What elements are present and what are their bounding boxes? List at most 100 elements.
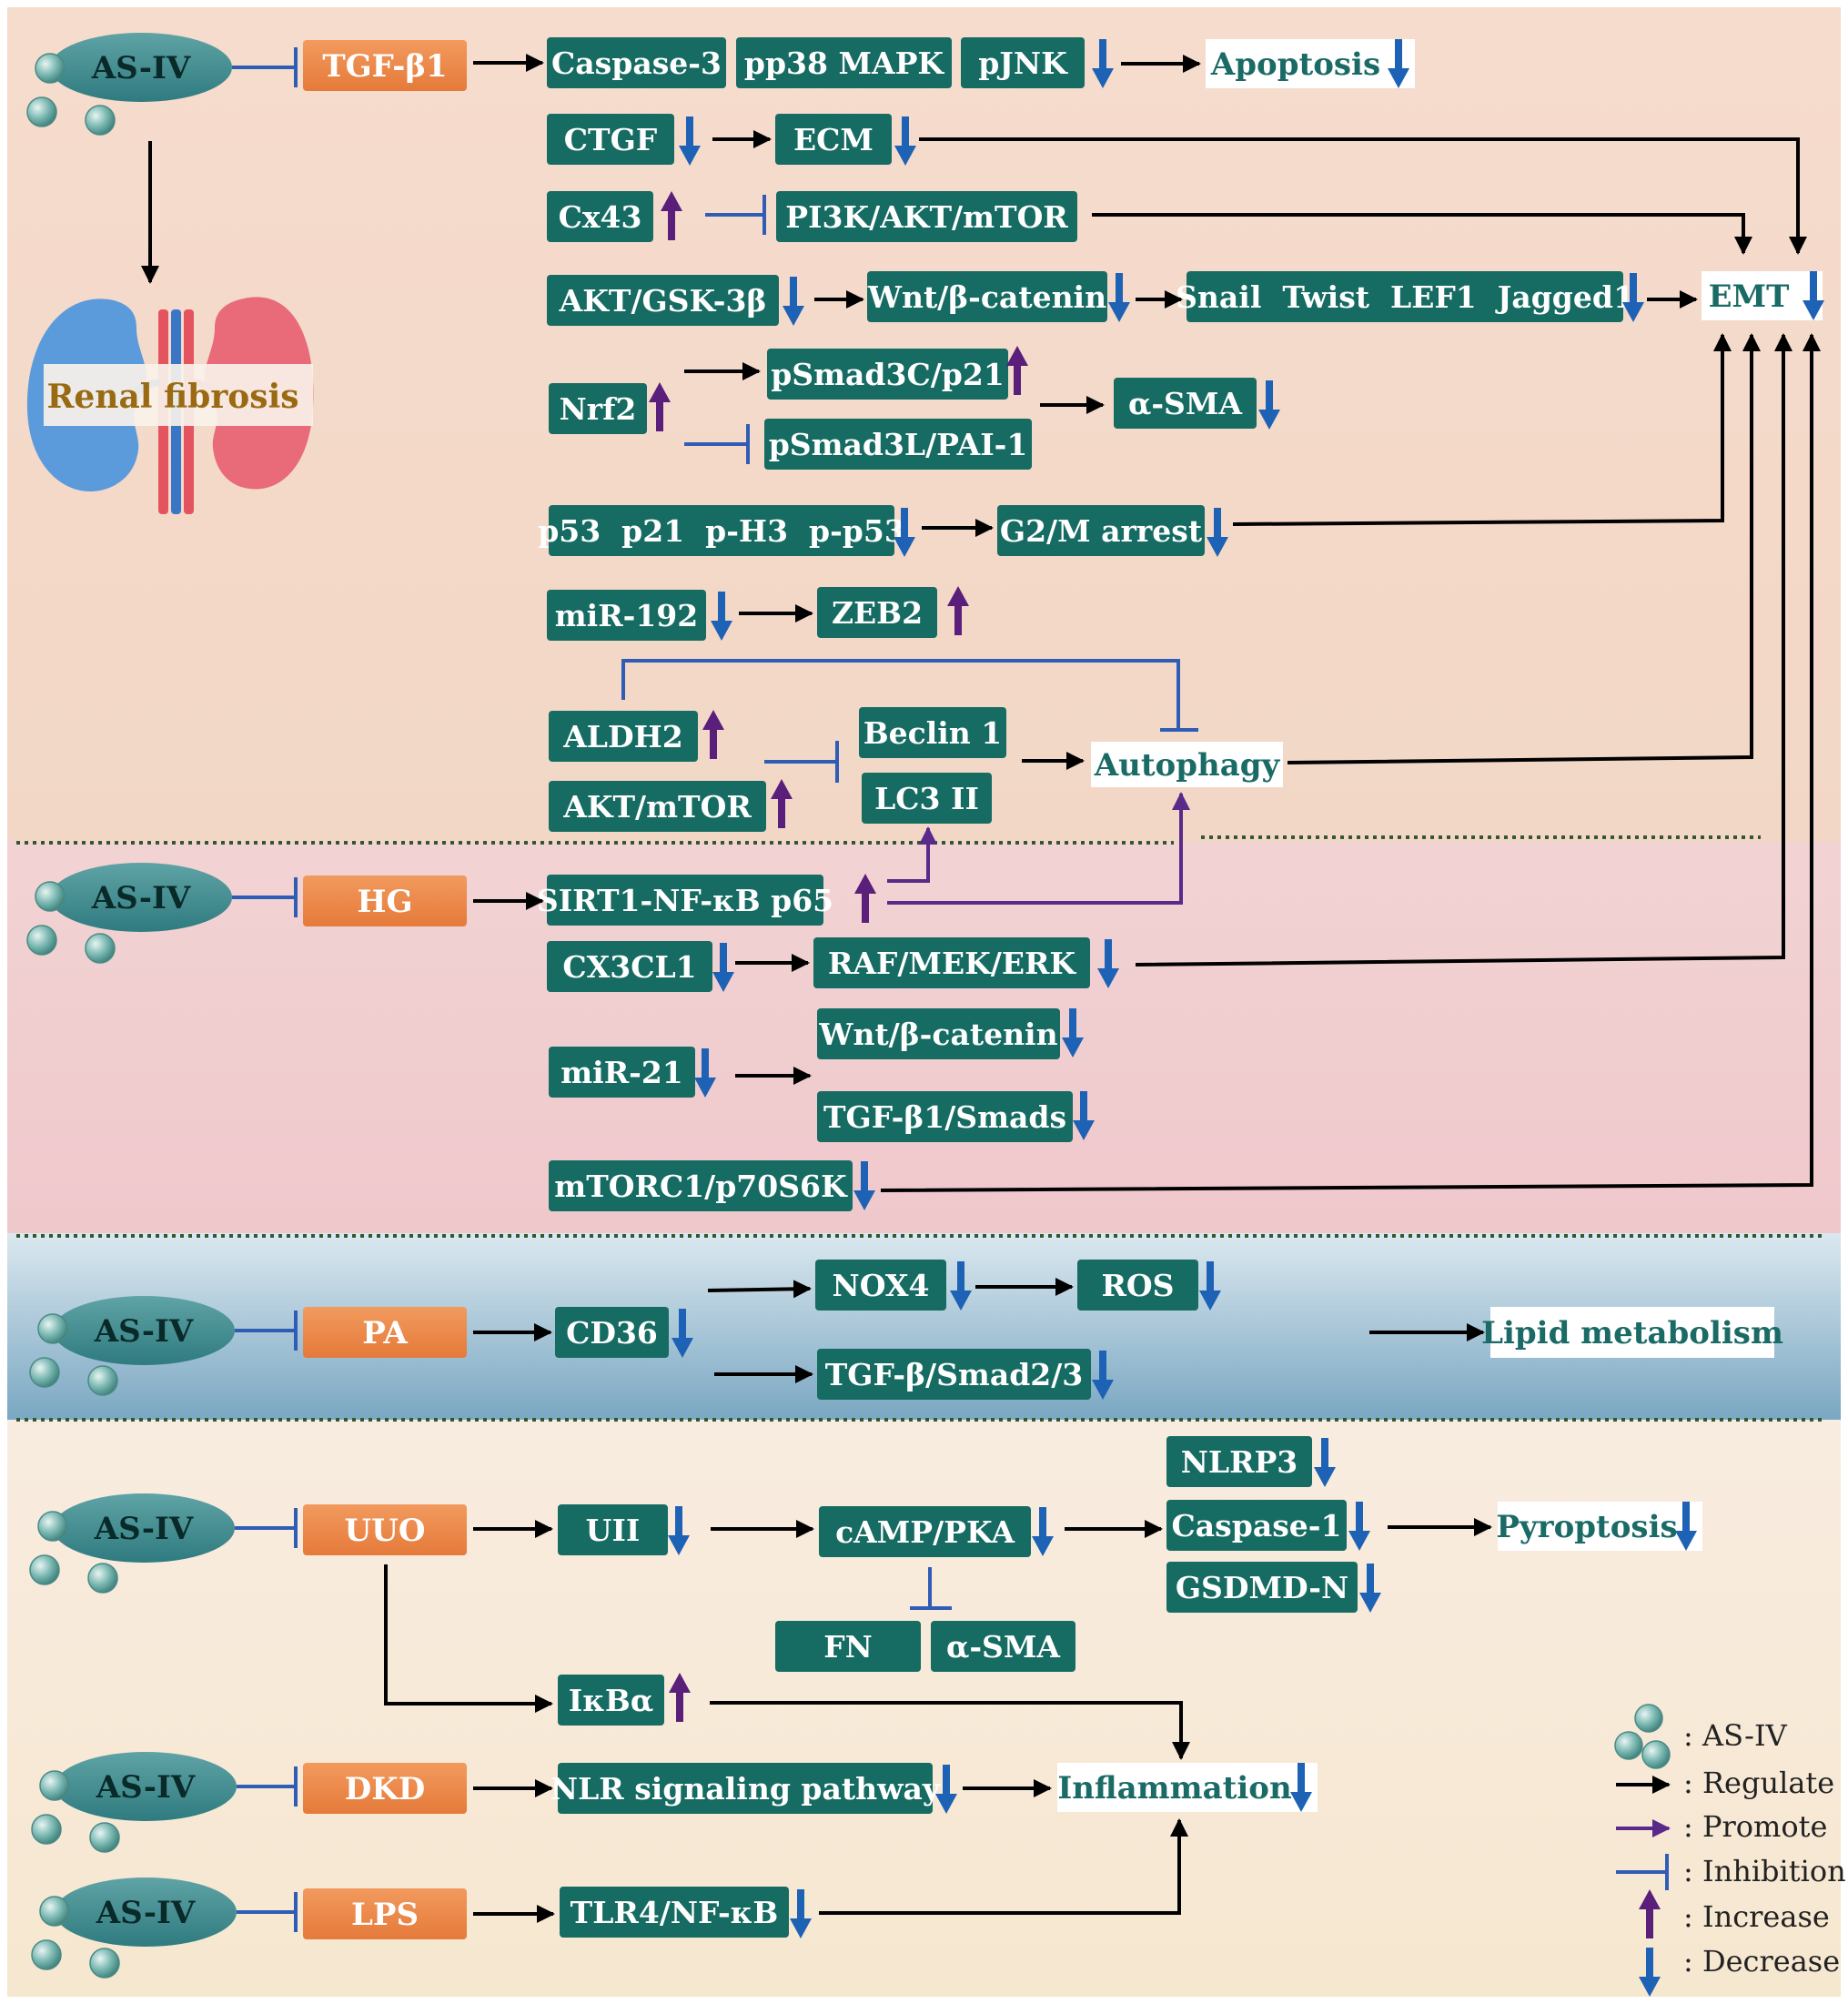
decrease-caspase1: [1348, 1502, 1370, 1551]
decrease-cx3cl1: [712, 943, 734, 992]
node-fn: FN: [775, 1621, 921, 1672]
decrease-akt-gsk: [783, 277, 804, 326]
svg-text:Snail Twist LEF1 Jagged1: Snail Twist LEF1 Jagged1: [1176, 279, 1634, 315]
decrease-nlr: [935, 1765, 957, 1814]
node-akt-gsk-3b: AKT/GSK-3β: [547, 275, 779, 326]
molecule-balls: [26, 53, 1671, 1979]
kidney-illustration: Renal fibrosis: [26, 297, 314, 514]
node-cd36: CD36: [555, 1307, 669, 1358]
node-gsdmd-n: GSDMD-N: [1166, 1562, 1358, 1613]
svg-text:TGF-β/Smad2/3: TGF-β/Smad2/3: [825, 1357, 1084, 1392]
decrease-mir21: [694, 1048, 716, 1098]
decrease-mtorc1: [853, 1161, 875, 1210]
legend-inhibition-line: [1616, 1854, 1669, 1890]
svg-text:NLR signaling pathway: NLR signaling pathway: [550, 1771, 941, 1807]
svg-text:Caspase-1: Caspase-1: [1172, 1508, 1342, 1543]
svg-text:DKD: DKD: [345, 1771, 426, 1807]
node-akt-mtor: AKT/mTOR: [549, 781, 766, 832]
svg-text:CD36: CD36: [566, 1315, 658, 1351]
node-cx3cl1: CX3CL1: [547, 941, 712, 992]
legend-increase: : Increase: [1683, 1899, 1830, 1934]
node-ros: ROS: [1077, 1260, 1198, 1311]
svg-text:Caspase-3: Caspase-3: [551, 46, 722, 81]
decrease-pjnk: [1092, 39, 1114, 88]
legend-increase-arrow: [1639, 1889, 1661, 1938]
svg-text:Nrf2: Nrf2: [560, 391, 637, 427]
svg-text:AKT/mTOR: AKT/mTOR: [562, 789, 752, 825]
svg-text:UII: UII: [586, 1513, 641, 1548]
svg-text:TLR4/NF-κB: TLR4/NF-κB: [571, 1895, 779, 1930]
svg-text:pJNK: pJNK: [978, 46, 1068, 81]
regulate-arrows: [141, 54, 1821, 1923]
svg-text:pp38 MAPK: pp38 MAPK: [744, 46, 945, 81]
svg-text:ROS: ROS: [1101, 1268, 1174, 1303]
svg-text:Lipid metabolism: Lipid metabolism: [1481, 1315, 1783, 1351]
node-psmad3c-p21: pSmad3C/p21: [767, 349, 1008, 400]
asiv-tgf: AS-IV: [50, 33, 232, 102]
svg-text:p53 p21 p-H3 p-p53: p53 p21 p-H3 p-p53: [538, 513, 905, 549]
decrease-p53: [894, 508, 915, 557]
legend-inhibition: : Inhibition: [1683, 1854, 1846, 1888]
svg-text:Inflammation: Inflammation: [1057, 1770, 1291, 1807]
increase-akt-mtor: [771, 779, 793, 828]
asiv-lps: AS-IV: [55, 1877, 237, 1947]
svg-text:ZEB2: ZEB2: [832, 595, 923, 631]
svg-text:AS-IV: AS-IV: [96, 1769, 196, 1806]
svg-text:Pyroptosis: Pyroptosis: [1496, 1509, 1677, 1545]
svg-text:NOX4: NOX4: [833, 1268, 930, 1303]
trigger-pa: PA: [303, 1307, 467, 1358]
decrease-raf: [1097, 939, 1119, 988]
increase-sirt1: [854, 874, 876, 923]
decrease-tgf-smad23: [1092, 1351, 1114, 1400]
svg-text:PI3K/AKT/mTOR: PI3K/AKT/mTOR: [785, 199, 1068, 235]
svg-text:cAMP/PKA: cAMP/PKA: [835, 1514, 1015, 1550]
decrease-snail: [1622, 273, 1644, 322]
asiv-pa: AS-IV: [53, 1296, 235, 1365]
trigger-hg: HG: [303, 875, 467, 926]
node-pjnk: pJNK: [961, 37, 1085, 88]
decrease-apoptosis: [1388, 39, 1409, 88]
svg-text:Wnt/β-catenin: Wnt/β-catenin: [867, 279, 1106, 315]
outcome-inflammation: Inflammation: [1057, 1763, 1318, 1812]
inhibition-lines: [621, 195, 1198, 1610]
trigger-dkd: DKD: [303, 1763, 467, 1814]
svg-text:TGF-β1/Smads: TGF-β1/Smads: [823, 1099, 1066, 1135]
node-tgf-b-smad2-3: TGF-β/Smad2/3: [817, 1349, 1091, 1400]
node-aldh2: ALDH2: [549, 711, 698, 762]
outcome-autophagy: Autophagy: [1091, 742, 1283, 787]
node-nlr-signaling-pathway: NLR signaling pathway: [550, 1763, 941, 1814]
node-a-sma-1: α-SMA: [1114, 378, 1257, 429]
decrease-tlr4: [790, 1889, 812, 1938]
trigger-lps: LPS: [303, 1888, 467, 1939]
decrease-arrows: [668, 39, 1824, 1997]
svg-text:miR-21: miR-21: [560, 1055, 683, 1090]
svg-text:Apoptosis: Apoptosis: [1210, 46, 1380, 83]
node-tgf-b1-smads: TGF-β1/Smads: [817, 1091, 1073, 1142]
node-p53-p21-ph3-pp53: p53 p21 p-H3 p-p53: [538, 505, 905, 556]
svg-text:IκBα: IκBα: [569, 1683, 653, 1718]
decrease-g2m: [1207, 508, 1228, 557]
decrease-wnt2: [1062, 1008, 1084, 1058]
svg-text:Beclin 1: Beclin 1: [863, 715, 1003, 751]
decrease-ctgf: [679, 116, 701, 166]
svg-text:Autophagy: Autophagy: [1094, 747, 1281, 784]
node-mtorc1-p70s6k: mTORC1/p70S6K: [549, 1160, 853, 1211]
asiv-hg: AS-IV: [50, 863, 232, 932]
node-g2m-arrest: G2/M arrest: [997, 505, 1205, 556]
svg-text:AS-IV: AS-IV: [91, 50, 191, 86]
node-ecm: ECM: [775, 114, 892, 165]
svg-text:α-SMA: α-SMA: [1128, 386, 1242, 421]
increase-zeb2: [947, 586, 969, 635]
node-nrf2: Nrf2: [549, 383, 647, 434]
svg-text:LC3 II: LC3 II: [874, 781, 979, 816]
decrease-ecm: [894, 116, 916, 166]
asiv-dkd: AS-IV: [55, 1752, 237, 1821]
node-nox4: NOX4: [815, 1260, 946, 1311]
svg-text:NLRP3: NLRP3: [1181, 1444, 1298, 1480]
svg-text:PA: PA: [362, 1315, 408, 1351]
section-separators: [16, 835, 1824, 1422]
decrease-uii: [668, 1506, 690, 1555]
trigger-tgf-b1: TGF-β1: [303, 40, 467, 91]
outcome-lipid-metabolism: Lipid metabolism: [1481, 1307, 1783, 1358]
node-cx43: Cx43: [547, 191, 653, 242]
